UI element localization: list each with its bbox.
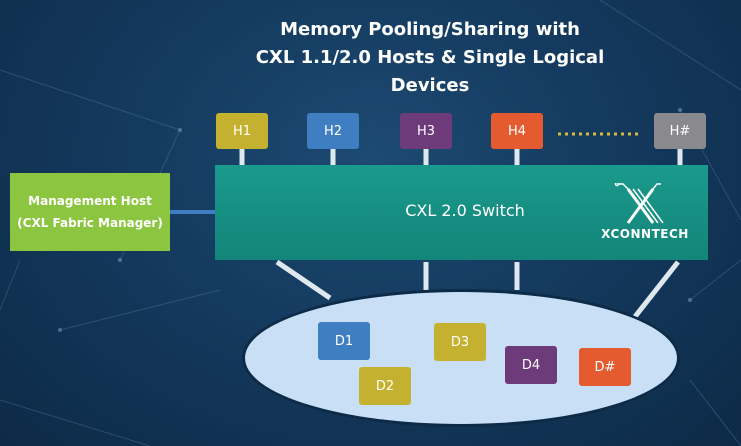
title-line-1: Memory Pooling/Sharing with [280, 19, 580, 40]
host-hn: H# [654, 113, 706, 149]
device-label: D3 [450, 334, 470, 350]
title-line-2: CXL 1.1/2.0 Hosts & Single Logical Devic… [255, 47, 605, 96]
device-d2: D2 [359, 367, 411, 405]
link-pool-4 [632, 260, 680, 320]
device-label: D# [594, 359, 616, 375]
device-label: D4 [521, 357, 541, 373]
host-h3: H3 [400, 113, 452, 149]
host-label: H# [669, 123, 691, 139]
cxl-switch: CXL 2.0 Switch XCONNTECH [215, 165, 708, 260]
xconntech-logo: XCONNTECH [595, 181, 695, 245]
logo-text: XCONNTECH [601, 227, 689, 241]
host-label: H3 [416, 123, 436, 139]
host-h2: H2 [307, 113, 359, 149]
link-pool-1 [275, 259, 332, 301]
device-d3: D3 [434, 323, 486, 361]
device-d1: D1 [318, 322, 370, 360]
device-label: D1 [334, 333, 354, 349]
host-label: H2 [323, 123, 343, 139]
management-host-subtitle: (CXL Fabric Manager) [17, 216, 163, 230]
host-h4: H4 [491, 113, 543, 149]
switch-label: CXL 2.0 Switch [405, 201, 525, 220]
host-label: H1 [232, 123, 252, 139]
management-host: Management Host (CXL Fabric Manager) [10, 173, 170, 251]
device-label: D2 [375, 378, 395, 394]
device-dn: D# [579, 348, 631, 386]
host-label: H4 [507, 123, 527, 139]
host-h1: H1 [216, 113, 268, 149]
device-d4: D4 [505, 346, 557, 384]
logo-x-icon [614, 181, 664, 224]
diagram-title: Memory Pooling/Sharing with CXL 1.1/2.0 … [230, 16, 630, 100]
management-host-title: Management Host [28, 194, 152, 208]
